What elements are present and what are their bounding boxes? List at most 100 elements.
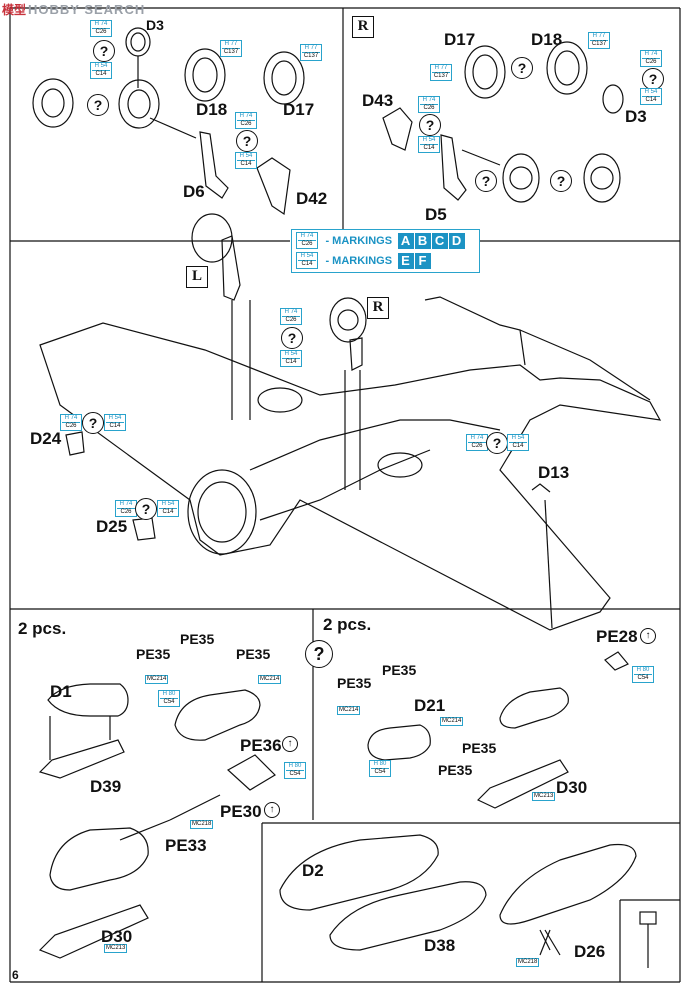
part-label: D43: [362, 91, 394, 110]
part-label: D13: [538, 463, 570, 482]
arrow-up-icon: ↑: [264, 802, 280, 818]
part-label: D24: [30, 429, 62, 448]
quantity-label: 2 pcs.: [18, 619, 67, 638]
question-mark-icon: ?: [475, 170, 497, 192]
question-mark-icon: ?: [87, 94, 109, 116]
part-label: PE35: [236, 646, 271, 662]
question-mark-icon: ?: [642, 68, 664, 90]
color-code: MC218: [516, 958, 540, 967]
part-label: D25: [96, 517, 128, 536]
part-label: D5: [425, 205, 447, 224]
part-label: D30: [101, 927, 133, 946]
part-label: PE33: [165, 836, 207, 855]
question-mark-icon: ?: [135, 498, 157, 520]
question-mark-icon: ?: [550, 170, 572, 192]
part-label: D17: [283, 100, 315, 119]
part-label: D21: [414, 696, 446, 715]
arrow-up-icon: ↑: [640, 628, 656, 644]
color-code: MC214: [337, 706, 361, 715]
question-mark-icon: ?: [486, 432, 508, 454]
question-mark-icon: ?: [511, 57, 533, 79]
part-label: PE35: [180, 631, 215, 647]
legend-text-1: - MARKINGS: [325, 234, 393, 247]
color-code: MC214: [440, 717, 464, 726]
question-mark-icon: ?: [82, 412, 104, 434]
color-code: MC218: [190, 820, 214, 829]
legend-text-2: - MARKINGS: [325, 254, 393, 267]
part-label: D26: [574, 942, 606, 961]
question-mark-icon: ?: [236, 130, 258, 152]
part-label: D42: [296, 189, 328, 208]
question-mark-icon: ?: [305, 640, 333, 668]
marking-c: C: [431, 232, 448, 249]
quantity-label: 2 pcs.: [323, 615, 372, 634]
part-label: D18: [531, 30, 563, 49]
part-label: PE35: [136, 646, 171, 662]
part-label: D3: [146, 17, 164, 33]
side-box-right-2: R: [367, 297, 389, 319]
side-box-left: L: [186, 266, 208, 288]
part-label: D30: [556, 778, 588, 797]
part-label: D3: [625, 107, 647, 126]
question-mark-icon: ?: [93, 40, 115, 62]
arrow-up-icon: ↑: [282, 736, 298, 752]
marking-f: F: [414, 252, 431, 269]
marking-e: E: [397, 252, 414, 269]
color-code: MC214: [145, 675, 169, 684]
color-code: MC214: [258, 675, 282, 684]
marking-a: A: [397, 232, 414, 249]
part-label: PE35: [462, 740, 497, 756]
marking-b: B: [414, 232, 431, 249]
part-label: PE35: [337, 675, 372, 691]
part-label: D2: [302, 861, 324, 880]
question-mark-icon: ?: [419, 114, 441, 136]
color-code: MC213: [532, 792, 556, 801]
page-number: 6: [12, 968, 19, 982]
color-code: MC213: [104, 944, 128, 953]
watermark-logo: 模型: [2, 3, 27, 17]
side-box-right: R: [352, 16, 374, 38]
part-label: D18: [196, 100, 228, 119]
part-label: D17: [444, 30, 476, 49]
marking-d: D: [448, 232, 465, 249]
part-label: PE35: [382, 662, 417, 678]
part-label: D6: [183, 182, 205, 201]
part-label: D39: [90, 777, 122, 796]
question-mark-icon: ?: [281, 327, 303, 349]
part-label: PE30: [220, 802, 262, 821]
part-label: PE36: [240, 736, 282, 755]
part-label: PE28: [596, 627, 638, 646]
part-label: D38: [424, 936, 456, 955]
